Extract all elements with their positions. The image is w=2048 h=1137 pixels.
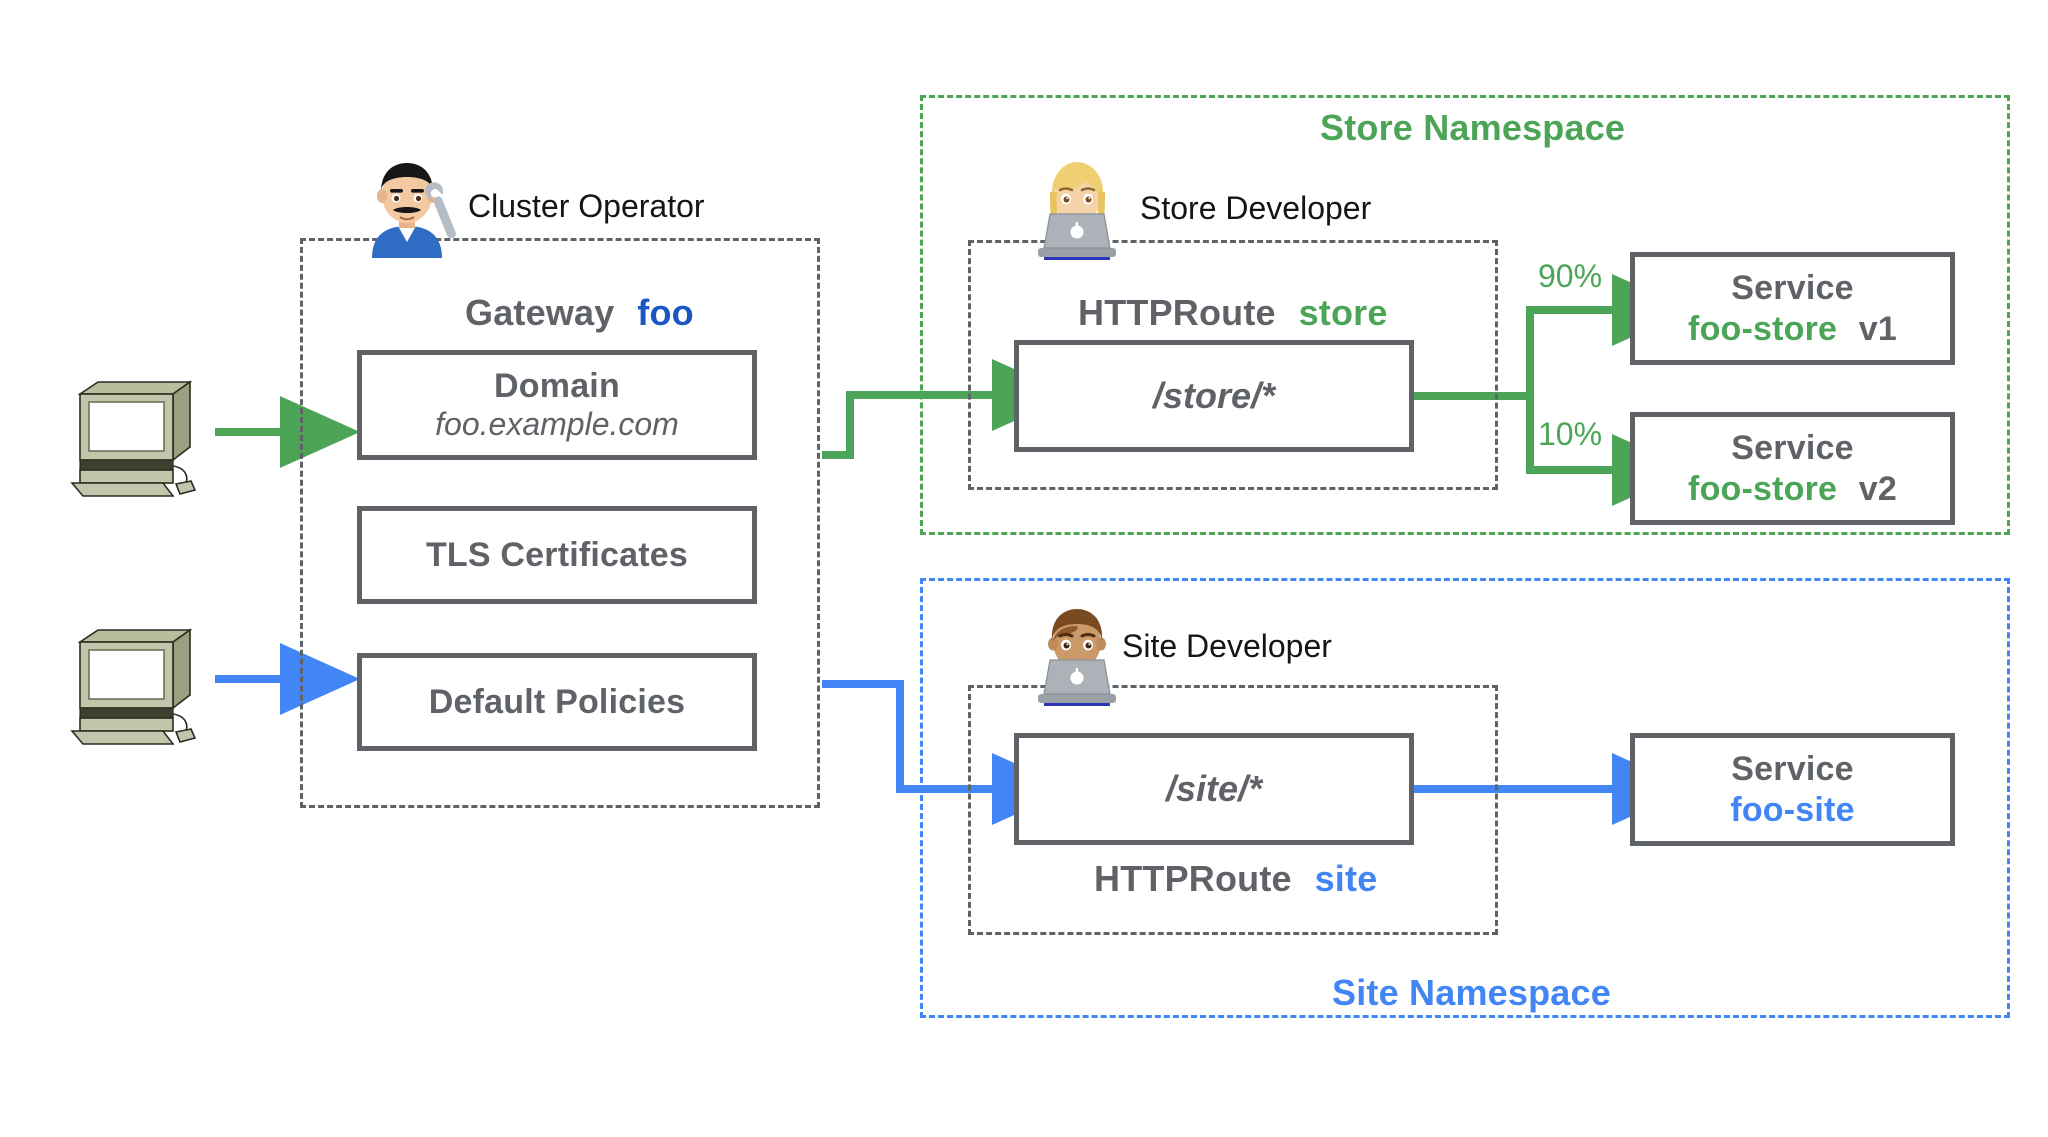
service-foo-store-v1-name: foo-store	[1688, 309, 1838, 348]
gateway-title-accent: foo	[637, 292, 694, 333]
man-technologist-emoji-avatar	[1022, 598, 1132, 708]
site-route-title-prefix: HTTPRoute	[1094, 858, 1292, 899]
service-foo-store-v1-version: v1	[1858, 309, 1897, 348]
service-foo-site-name: foo-site	[1730, 790, 1855, 829]
gateway-domain-title: Domain	[494, 367, 620, 406]
store-httproute-title: HTTPRoute store	[1078, 292, 1388, 334]
store-httproute-container	[968, 240, 1498, 490]
site-path-match-box[interactable]: /site/*	[1014, 733, 1414, 845]
service-foo-store-v2-box[interactable]: Service foo-store v2	[1630, 412, 1955, 525]
store-route-title-prefix: HTTPRoute	[1078, 292, 1276, 333]
service-foo-site-label: Service	[1731, 750, 1854, 789]
service-foo-store-v2-name: foo-store	[1688, 469, 1838, 508]
store-namespace-title: Store Namespace	[1320, 107, 1626, 148]
store-developer-role-label: Store Developer	[1140, 190, 1372, 226]
site-route-title-accent: site	[1314, 858, 1378, 899]
store-path-match-value: /store/*	[1152, 374, 1276, 416]
gateway-domain-box[interactable]: Domain foo.example.com	[357, 350, 757, 460]
client-computer-icon-top	[58, 368, 228, 498]
cluster-operator-role-label: Cluster Operator	[468, 188, 705, 224]
site-developer-role-label: Site Developer	[1122, 628, 1332, 664]
client-computer-icon-bottom	[58, 616, 228, 746]
service-foo-store-v1-box[interactable]: Service foo-store v1	[1630, 252, 1955, 365]
service-foo-store-v2-name-row: foo-store v2	[1688, 469, 1897, 509]
store-namespace-container	[920, 95, 2010, 535]
gateway-default-policies-label: Default Policies	[428, 682, 686, 721]
store-split-weight-10: 10%	[1538, 416, 1603, 452]
gateway-domain-value: foo.example.com	[435, 406, 679, 443]
site-namespace-container	[920, 578, 2010, 1018]
site-namespace-title: Site Namespace	[1332, 972, 1611, 1013]
gateway-group-container	[300, 238, 820, 808]
site-httproute-container	[968, 685, 1498, 935]
store-route-title-accent: store	[1298, 292, 1388, 333]
man-mechanic-emoji-avatar	[352, 150, 462, 260]
gateway-title-prefix: Gateway	[465, 292, 615, 333]
site-httproute-title: HTTPRoute site	[1094, 858, 1377, 900]
store-split-weight-90: 90%	[1538, 258, 1603, 294]
service-foo-store-v1-label: Service	[1731, 269, 1854, 308]
gateway-default-policies-box[interactable]: Default Policies	[357, 653, 757, 751]
gateway-tls-certificates-label: TLS Certificates	[425, 535, 689, 574]
woman-technologist-emoji-avatar	[1022, 152, 1132, 262]
service-foo-store-v1-name-row: foo-store v1	[1688, 309, 1897, 349]
gateway-tls-certificates-box[interactable]: TLS Certificates	[357, 506, 757, 604]
service-foo-site-box[interactable]: Service foo-site	[1630, 733, 1955, 846]
service-foo-store-v2-version: v2	[1858, 469, 1897, 508]
service-foo-store-v2-label: Service	[1731, 429, 1854, 468]
gateway-group-title: Gateway foo	[465, 292, 694, 334]
site-path-match-value: /site/*	[1165, 767, 1263, 809]
store-path-match-box[interactable]: /store/*	[1014, 340, 1414, 452]
